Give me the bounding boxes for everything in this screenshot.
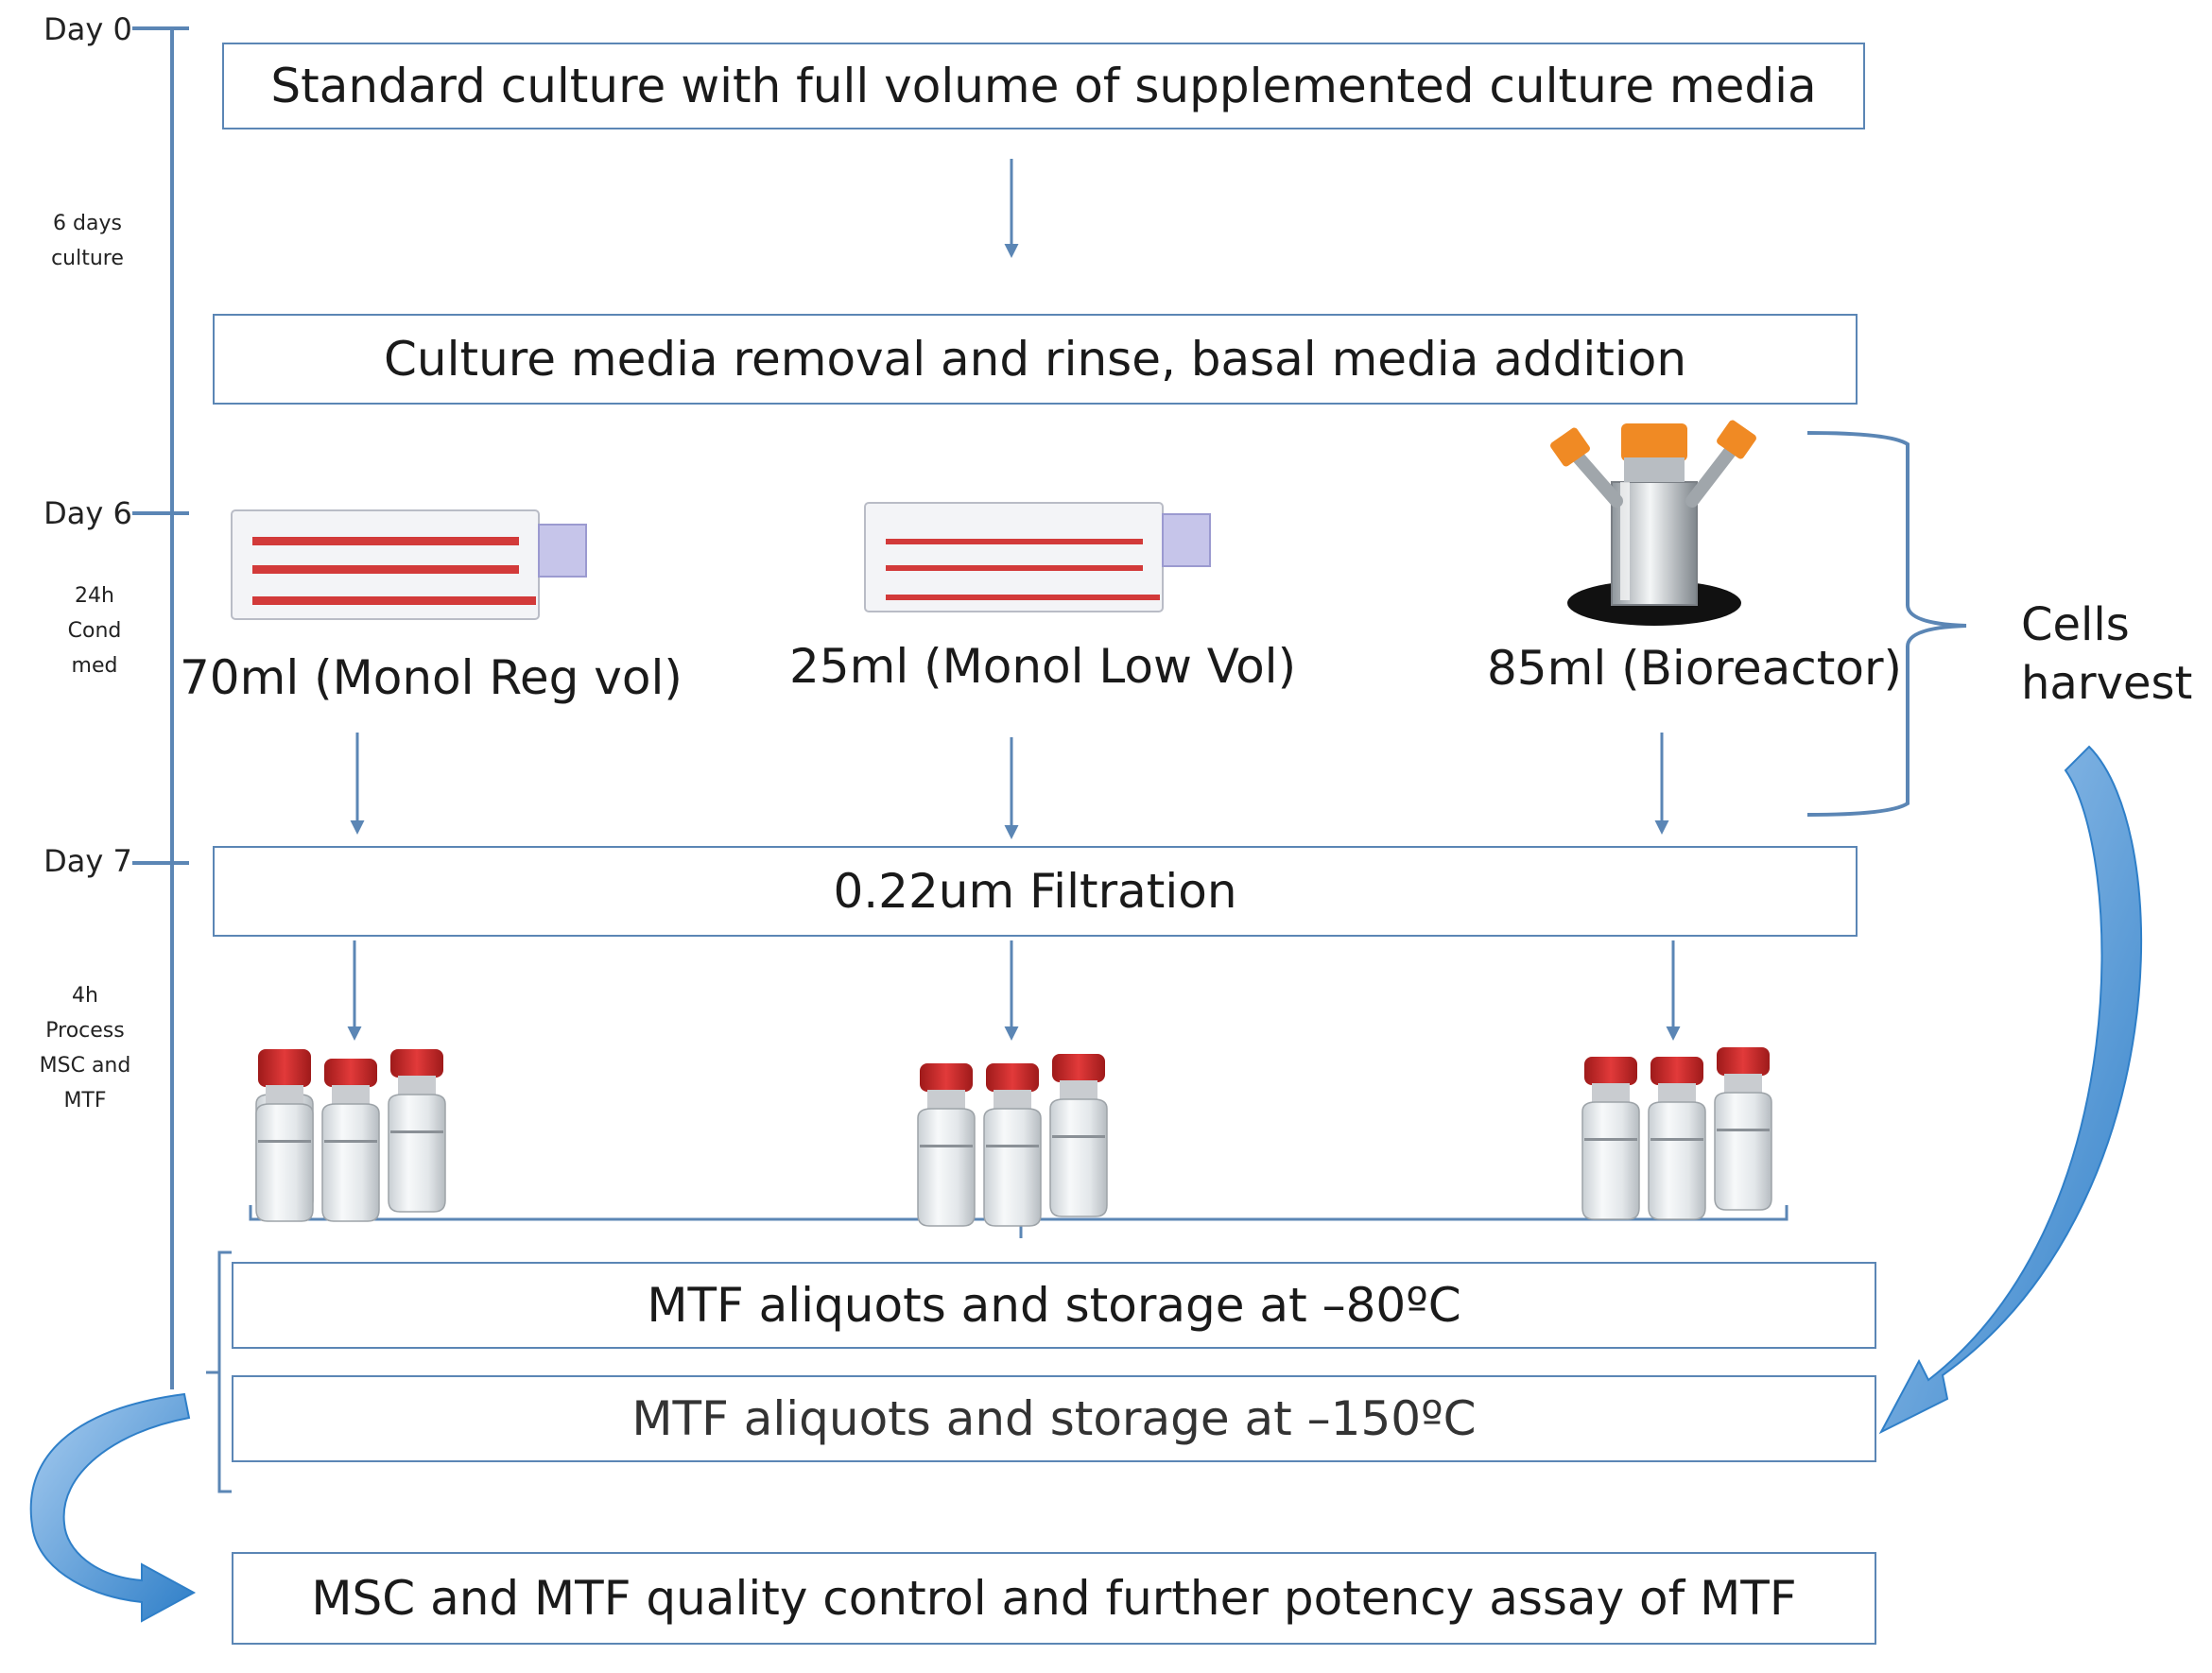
step-filtration: 0.22um Filtration — [213, 846, 1858, 937]
bioreactor-icon — [1550, 420, 1756, 626]
harvest-to-storage-arrow — [1878, 745, 2143, 1435]
condition-reg-vol: 70ml (Monol Reg vol) — [180, 650, 683, 705]
timeline-day6: Day 6 — [43, 495, 132, 531]
step-standard-culture: Standard culture with full volume of sup… — [222, 43, 1865, 129]
vial-icon — [918, 1054, 1107, 1226]
cells-harvest-brace — [1806, 431, 1967, 817]
vial-icon — [256, 1049, 445, 1221]
culture-flask-icon — [864, 502, 1211, 612]
storage-to-qc-arrow — [29, 1392, 197, 1623]
culture-flask-icon — [231, 509, 587, 620]
step-quality-control: MSC and MTF quality control and further … — [232, 1552, 1876, 1645]
timeline-day0: Day 0 — [43, 11, 132, 47]
condition-low-vol: 25ml (Monol Low Vol) — [789, 639, 1297, 694]
vial-icon — [1582, 1047, 1771, 1219]
cells-harvest-label: Cells harvest — [2021, 598, 2193, 710]
condition-bioreactor: 85ml (Bioreactor) — [1487, 641, 1903, 696]
step-storage-150: MTF aliquots and storage at –150ºC — [232, 1375, 1876, 1462]
step-storage-80: MTF aliquots and storage at –80ºC — [232, 1262, 1876, 1349]
storage-bracket — [206, 1250, 232, 1493]
flow-arrows — [347, 159, 1681, 1041]
step-media-removal: Culture media removal and rinse, basal m… — [213, 314, 1858, 405]
timeline-axis — [132, 26, 189, 1389]
timeline-day7: Day 7 — [43, 843, 132, 879]
